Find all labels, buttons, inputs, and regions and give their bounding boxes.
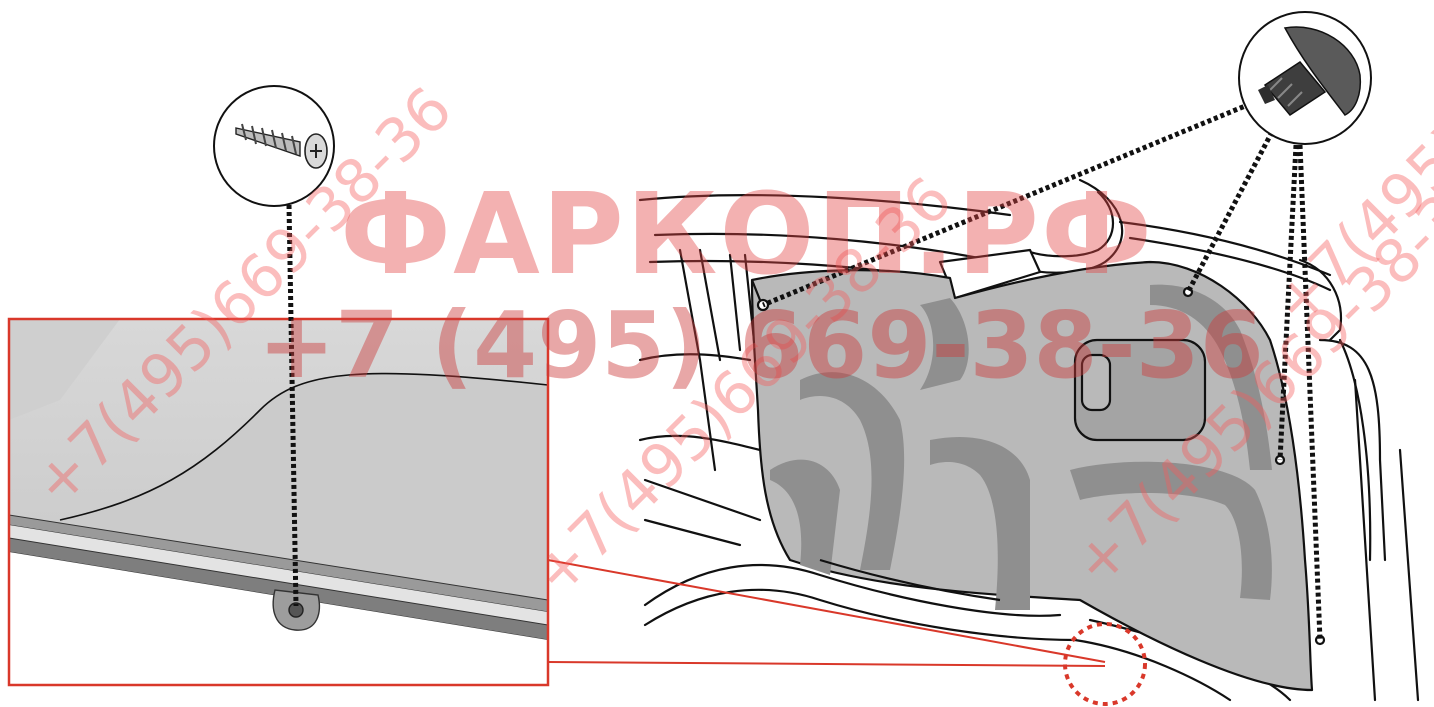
trunk-liner (750, 260, 1326, 692)
clip-callout (1238, 11, 1372, 145)
screw-callout (213, 85, 335, 207)
zoom-leader-lines (547, 559, 1106, 667)
screw-icon (235, 123, 328, 169)
car-trunk (638, 178, 1420, 702)
callout-lines (286, 101, 1323, 641)
detail-inset (7, 317, 550, 687)
push-clip-icon (1258, 26, 1362, 116)
zoom-target-circle (1063, 622, 1147, 706)
